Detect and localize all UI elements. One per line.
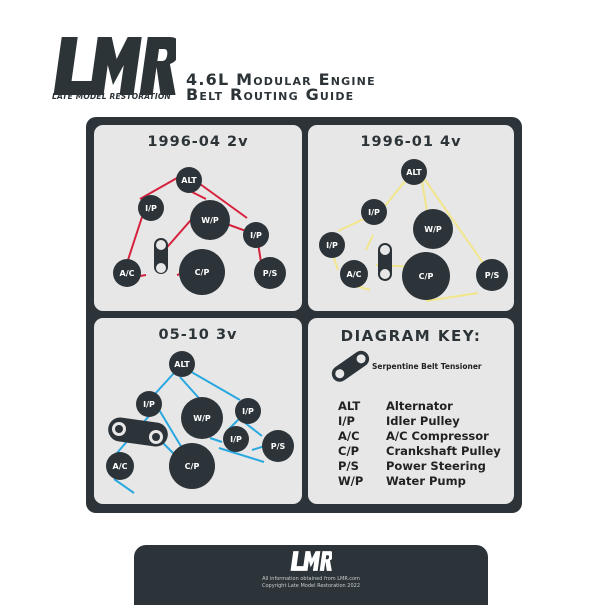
footer-logo (290, 551, 332, 571)
footer-line-2: Copyright Late Model Restoration 2022 (261, 583, 361, 589)
pulley-ip (138, 195, 164, 221)
pulley-label: A/C (347, 270, 362, 279)
page-title: 4.6L Modular Engine Belt Routing Guide (186, 70, 376, 104)
logo-tagline: LATE MODEL RESTORATION (52, 92, 171, 101)
panel-title-4v: 1996-01 4v (360, 134, 462, 150)
panel-title-2v: 1996-04 2v (147, 134, 249, 150)
panel-title-3v: 05-10 3v (158, 327, 238, 343)
tensioner-label: Serpentine Belt Tensioner (372, 362, 482, 371)
pulley-label: I/P (143, 400, 155, 409)
pulley-label: W/P (201, 216, 219, 225)
pulley-ip (243, 222, 269, 248)
panel-2v: 1996-04 2v (94, 125, 302, 311)
key-row: P/S Power Steering (338, 459, 486, 473)
key-row: C/P Crankshaft Pulley (338, 444, 501, 458)
belt-diagram-4v: ALT I/P W/P I/P A/C C/P P/S (319, 159, 508, 302)
pulley-wp (181, 397, 223, 439)
pulley-label: P/S (271, 442, 286, 451)
pulley-label: C/P (185, 462, 200, 471)
pulley-alt (401, 159, 427, 185)
key-desc: Water Pump (386, 474, 466, 488)
pulley-label: ALT (406, 168, 422, 177)
pulley-ps (262, 430, 294, 462)
pulley-label: I/P (326, 241, 338, 250)
pulley-ip (136, 391, 162, 417)
pulley-label: I/P (250, 231, 262, 240)
pulley-label: I/P (242, 407, 254, 416)
key-abbr: ALT (338, 399, 361, 413)
footer-line-1: All information obtained from LMR.com (262, 576, 360, 582)
pulley-wp (190, 200, 230, 240)
tensioner-icon (331, 350, 370, 382)
pulley-label: A/C (120, 269, 135, 278)
pulley-label: A/C (113, 462, 128, 471)
pulley-label: I/P (230, 435, 242, 444)
key-row: W/P Water Pump (338, 474, 466, 488)
pulley-ip (223, 426, 249, 452)
diagram-frame: 1996-04 2v (86, 117, 522, 513)
panel-3v: 05-10 3v (94, 318, 302, 504)
key-abbr: I/P (338, 414, 355, 428)
key-row: ALT Alternator (338, 399, 453, 413)
pulley-cp (169, 443, 215, 489)
key-desc: Power Steering (386, 459, 486, 473)
pulley-ac (113, 259, 141, 287)
belt-diagram-3v: ALT I/P W/P I/P I/P P/S A/C C/P (106, 351, 294, 494)
pulley-ac (340, 260, 368, 288)
pulley-label: P/S (485, 271, 500, 280)
title-line-2: Belt Routing Guide (186, 85, 355, 104)
pulley-label: P/S (263, 269, 278, 278)
key-desc: Alternator (386, 399, 453, 413)
key-title: DIAGRAM KEY: (340, 327, 482, 345)
pulley-label: W/P (193, 414, 211, 423)
pulley-cp (179, 249, 225, 295)
pulley-wp (413, 209, 453, 249)
pulley-ip (319, 232, 345, 258)
pulley-label: C/P (195, 268, 210, 277)
pulley-alt (176, 167, 202, 193)
pulley-label: C/P (419, 272, 434, 281)
key-abbr: A/C (338, 429, 360, 443)
pulley-label: ALT (181, 176, 197, 185)
pulley-ps (476, 259, 508, 291)
lmr-logo (53, 37, 176, 95)
panel-key: DIAGRAM KEY: Serpentine Belt Tensioner A… (308, 318, 514, 504)
key-desc: Crankshaft Pulley (386, 444, 501, 458)
key-desc: Idler Pulley (386, 414, 460, 428)
key-abbr: P/S (338, 459, 359, 473)
pulley-label: ALT (174, 360, 190, 369)
title-line-1: 4.6L Modular Engine (186, 70, 376, 89)
key-row: A/C A/C Compressor (338, 429, 489, 443)
pulley-label: I/P (368, 208, 380, 217)
pulley-ps (254, 257, 286, 289)
pulley-ac (106, 452, 134, 480)
key-abbr: C/P (338, 444, 360, 458)
footer-bar: All information obtained from LMR.com Co… (134, 545, 488, 605)
key-abbr: W/P (338, 474, 364, 488)
pulley-cp (402, 252, 450, 300)
panel-4v: 1996-01 4v (308, 125, 514, 311)
pulley-label: I/P (145, 204, 157, 213)
key-desc: A/C Compressor (386, 429, 489, 443)
pulley-label: W/P (424, 225, 442, 234)
pulley-ip (235, 398, 261, 424)
key-row: I/P Idler Pulley (338, 414, 460, 428)
pulley-alt (169, 351, 195, 377)
belt-diagram-2v: ALT I/P W/P I/P A/C C/P P/S (113, 167, 286, 295)
pulley-ip (361, 199, 387, 225)
